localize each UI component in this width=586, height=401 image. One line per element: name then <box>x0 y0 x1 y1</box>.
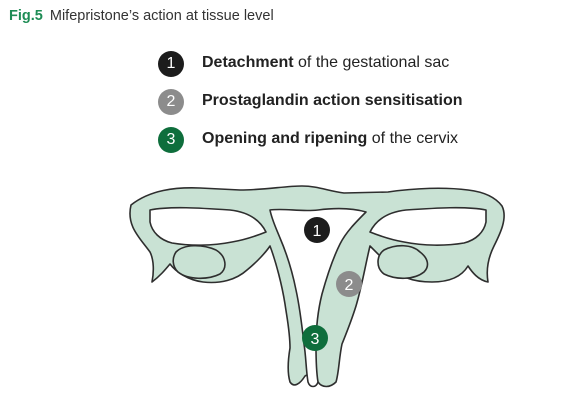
legend-label: Detachment of the gestational sac <box>202 54 449 72</box>
legend-label-bold: Opening and ripening <box>202 130 368 147</box>
legend-label-bold: Detachment <box>202 54 294 71</box>
legend-label: Opening and ripening of the cervix <box>202 130 458 148</box>
marker-3-circle <box>302 325 328 351</box>
figure-number: Fig.5 <box>9 8 43 24</box>
right-ovary <box>377 244 429 280</box>
marker-prostaglandin: 2 <box>336 271 362 297</box>
marker-1-label: 1 <box>313 223 322 240</box>
legend-label-bold: Prostaglandin action sensitisation <box>202 92 463 109</box>
figure-caption: Fig.5 Mifepristone’s action at tissue le… <box>9 8 274 24</box>
legend-label: Prostaglandin action sensitisation <box>202 92 463 110</box>
left-ovary <box>172 244 226 280</box>
right-tube-inner <box>369 206 487 246</box>
left-tube-inner <box>149 206 267 246</box>
marker-detachment: 1 <box>304 217 330 243</box>
uterus-illustration <box>129 185 505 388</box>
figure-title: Mifepristone’s action at tissue level <box>49 8 274 24</box>
marker-2-label: 2 <box>345 277 354 294</box>
marker-2-circle <box>336 271 362 297</box>
marker-3-label: 3 <box>311 331 320 348</box>
marker-cervix: 3 <box>302 325 328 351</box>
legend-badge-3: 3 <box>158 127 184 153</box>
legend-label-rest: of the gestational sac <box>293 54 450 71</box>
legend-badge-1: 1 <box>158 51 184 77</box>
legend-badge-2: 2 <box>158 89 184 115</box>
legend-label-rest: of the cervix <box>367 130 459 147</box>
marker-1-circle <box>304 217 330 243</box>
uterine-cavity <box>269 207 367 388</box>
